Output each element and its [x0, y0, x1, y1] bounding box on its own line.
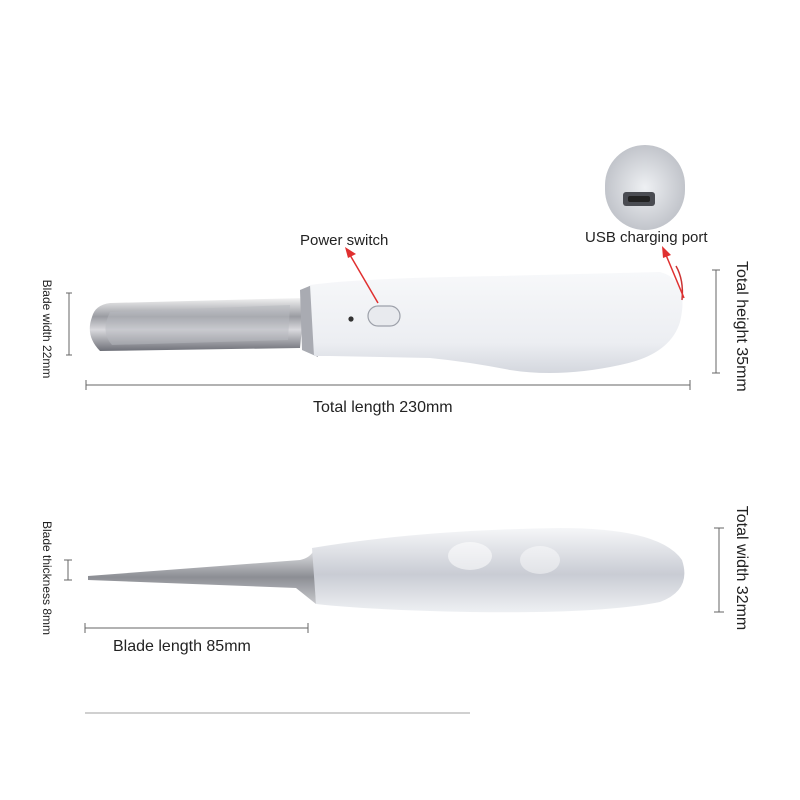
total-width-label: Total width 32mm	[733, 505, 750, 631]
total-length-label: Total length 230mm	[313, 399, 453, 416]
power-switch-label: Power switch	[300, 232, 389, 249]
bottom-device-view	[88, 528, 685, 613]
usb-port-inset	[605, 145, 685, 230]
arrow-power-switch	[345, 247, 379, 304]
top-device-view	[89, 265, 684, 374]
usb-port-label: USB charging port	[585, 229, 708, 246]
blade-width-label: Blade width 22mm	[40, 279, 54, 379]
total-height-label: Total height 35mm	[733, 261, 750, 392]
dimension-lines	[64, 269, 724, 633]
blade-thickness-label: Blade thickness 8mm	[40, 520, 54, 636]
arrow-usb-port	[662, 246, 685, 299]
blade-length-label: Blade length 85mm	[113, 638, 251, 655]
